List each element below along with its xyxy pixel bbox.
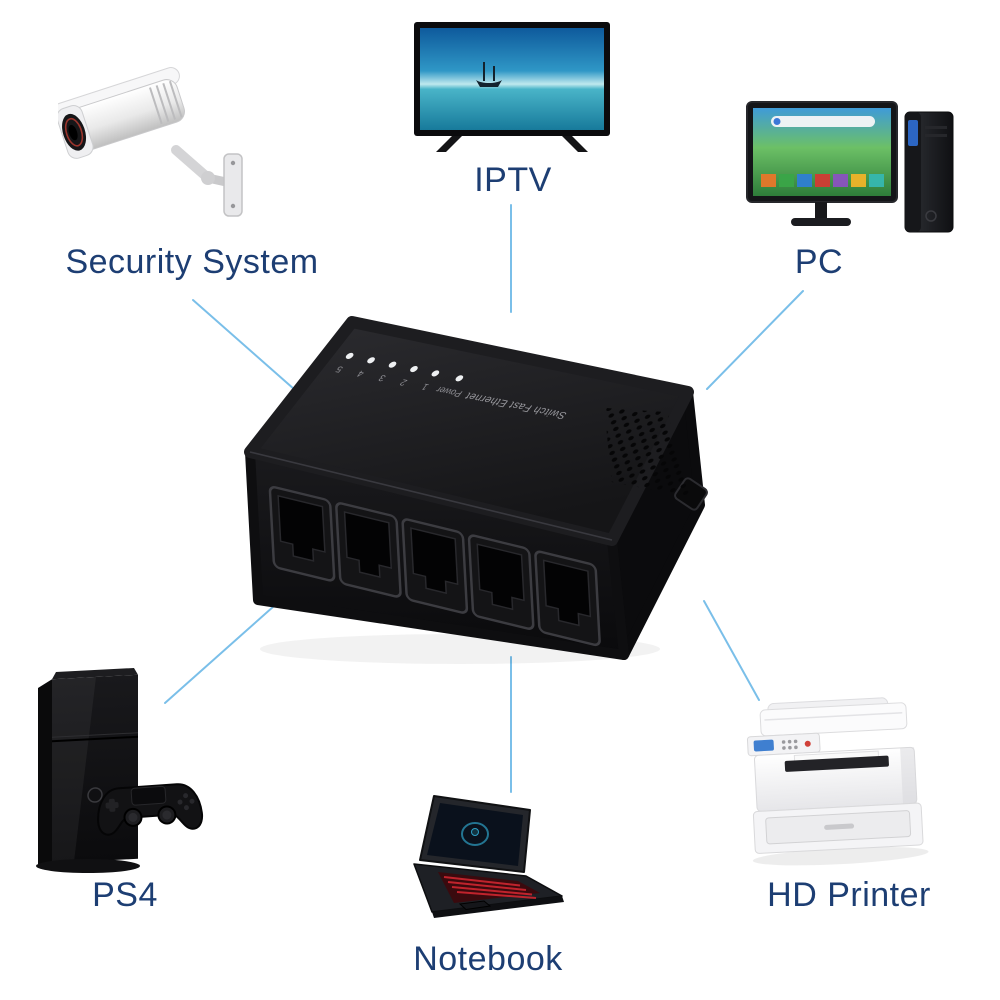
printer-control-panel bbox=[746, 732, 821, 757]
hd-printer-image bbox=[746, 697, 929, 866]
led-label-3: 3 bbox=[377, 372, 389, 382]
camera-body bbox=[58, 67, 185, 159]
connector-ps4 bbox=[164, 597, 284, 704]
printer-flatbed-lid bbox=[759, 702, 908, 737]
led-label-1: 1 bbox=[419, 381, 431, 391]
notebook-image bbox=[413, 795, 564, 918]
label-hd-printer: HD Printer bbox=[767, 876, 931, 914]
label-security-system: Security System bbox=[65, 243, 319, 281]
pc-monitor-neck bbox=[815, 202, 827, 218]
label-pc: PC bbox=[794, 243, 844, 281]
led-label-4: 4 bbox=[355, 368, 368, 379]
pc-monitor-base bbox=[791, 218, 851, 226]
security-camera-image bbox=[58, 67, 243, 217]
tv-boat bbox=[476, 62, 502, 87]
label-notebook: Notebook bbox=[413, 940, 563, 978]
switch-front-edge-highlight bbox=[249, 451, 613, 541]
switch-ports bbox=[268, 486, 601, 647]
led-label-power: Power bbox=[433, 384, 465, 399]
printer-display bbox=[753, 739, 774, 752]
pc-tower bbox=[904, 111, 954, 233]
label-iptv: IPTV bbox=[474, 161, 552, 199]
pc-app-tiles bbox=[761, 174, 884, 187]
notebook-screen bbox=[419, 795, 531, 873]
ps4-image bbox=[36, 667, 204, 873]
pc-monitor bbox=[746, 101, 898, 226]
connector-pc bbox=[706, 290, 804, 390]
label-ps4: PS4 bbox=[92, 876, 158, 914]
led-label-2: 2 bbox=[398, 377, 410, 387]
rj45-port-1 bbox=[268, 486, 336, 582]
notebook-touchpad bbox=[458, 900, 492, 911]
rj45-port-4 bbox=[467, 534, 535, 630]
pc-search-bar bbox=[771, 116, 875, 127]
led-label-5: 5 bbox=[334, 364, 346, 374]
pc-image bbox=[746, 101, 954, 233]
controller-touchpad bbox=[130, 785, 167, 806]
tv-leg-left bbox=[436, 136, 462, 152]
switch-led-labels: 5 4 3 2 1 Power bbox=[334, 364, 466, 399]
ps4-console bbox=[38, 667, 138, 868]
ps4-controller bbox=[97, 783, 204, 836]
switch-vent-grille bbox=[604, 407, 691, 498]
printer-output-slot bbox=[784, 755, 889, 772]
switch-led-indicators bbox=[345, 352, 464, 382]
connector-security-system bbox=[192, 299, 304, 398]
notebook-base bbox=[413, 863, 564, 918]
ethernet-switch-image: 5 4 3 2 1 Power Switch Fast Ethernet bbox=[244, 316, 708, 664]
rj45-port-5 bbox=[534, 550, 601, 647]
tv-screen bbox=[420, 28, 604, 130]
connector-hd-printer bbox=[703, 600, 760, 701]
camera-bracket bbox=[171, 145, 243, 217]
tv-leg-right bbox=[562, 136, 588, 152]
rj45-port-3 bbox=[401, 518, 469, 614]
ps4-stand bbox=[36, 859, 140, 873]
rj45-port-2 bbox=[335, 502, 402, 598]
iptv-tv-image bbox=[414, 22, 610, 152]
